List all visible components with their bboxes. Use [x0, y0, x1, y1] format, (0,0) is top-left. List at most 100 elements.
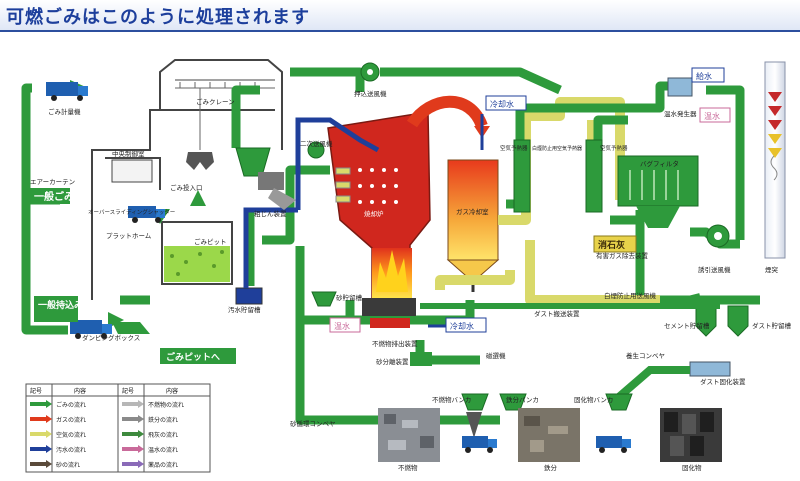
label-overhead-shutter: オーバースライディングシャッター [88, 208, 175, 216]
svg-text:温水: 温水 [334, 321, 350, 331]
label-residue-outlet: 不燃物排出装置 [372, 339, 418, 348]
chimney [764, 61, 786, 259]
legend-header-content: 内容 [74, 387, 86, 395]
legend-item: ガスの流れ [56, 416, 86, 424]
label-sand-conveyor: 砂循環コンベヤ [290, 419, 336, 428]
legend-item: 鉄分の流れ [148, 416, 178, 424]
photo-solid [660, 408, 722, 462]
label-incinerator: 焼却炉 [364, 209, 384, 218]
residue-hopper [461, 393, 489, 438]
feed-hopper [235, 147, 296, 210]
label-waste-pit: ごみピット [194, 237, 227, 246]
incinerator [327, 111, 431, 328]
callout-slaked-lime: 消石灰 [593, 235, 637, 253]
page-title: 可燃ごみはこのように処理されます [6, 7, 310, 28]
svg-text:給水: 給水 [696, 71, 712, 81]
truck-icon [46, 82, 88, 101]
label-photo-iron: 鉄分 [544, 463, 558, 472]
secondary-fan-icon [307, 141, 325, 159]
label-sewage-tank: 汚水貯留槽 [228, 305, 261, 314]
label-exhaust-gen: 温水発生器 [664, 109, 697, 118]
label-central-control: 中央制御室 [112, 149, 145, 158]
label-residue-hopper: 不燃物バンカ [432, 395, 471, 404]
title-bar: 可燃ごみはこのように処理されます [0, 0, 800, 32]
label-push-fan: 押込送風機 [354, 89, 387, 98]
dust-conveyor-line [420, 293, 720, 309]
label-platform: プラットホーム [106, 232, 152, 240]
svg-text:ごみピットへ: ごみピットへ [166, 351, 220, 363]
label-waste-crane: ごみクレーン [196, 97, 235, 106]
callout-cooling-water: 冷却水 [485, 95, 527, 111]
legend-item: 飛灰の流れ [148, 431, 178, 439]
dust-tank [727, 305, 749, 337]
dust-solidifier [689, 361, 731, 377]
label-harmful-gas: 有害ガス除去装置 [596, 251, 649, 260]
equipment-pipes [506, 81, 745, 249]
label-dust-tank: ダスト貯留槽 [752, 321, 792, 330]
truck-icon [462, 436, 497, 453]
sand-tank [311, 291, 337, 307]
truck-icon [128, 206, 165, 223]
push-fan-icon [360, 62, 380, 82]
induced-fan-icon [706, 224, 730, 248]
waste-flow-arrows [70, 80, 206, 328]
label-sand-tank: 砂貯留槽 [336, 293, 363, 302]
legend-item: 不燃物の流れ [148, 401, 184, 409]
svg-text:冷却水: 冷却水 [490, 99, 514, 109]
label-smoke-preheater: 白煙防止用空気予熱器 [532, 145, 582, 152]
callout-hot-water: 温水 [699, 107, 731, 123]
dumping-box [112, 322, 150, 334]
legend-header-content: 内容 [166, 387, 178, 395]
svg-text:消石灰: 消石灰 [598, 239, 625, 251]
secondary-air-ports [335, 167, 351, 203]
label-solid-hopper: 固化物バンカ [574, 395, 613, 404]
air-preheater-units [513, 139, 603, 213]
legend-header-symbol: 記号 [122, 387, 134, 395]
label-bag-filter: バグフィルタ [640, 159, 679, 168]
sewage-flow-line [243, 117, 380, 288]
legend-table: 記号 内容 記号 内容 ごみの流れ 不燃物の流れ ガスの流れ 鉄分の流れ 空気の… [25, 383, 211, 473]
label-weigh-station: ごみ計量機 [48, 107, 81, 116]
crane-grab-icon [186, 152, 214, 170]
sewage-tank [235, 287, 263, 305]
gas-cooler [446, 159, 500, 292]
label-chimney: 煙突 [765, 265, 779, 274]
svg-text:一般ごみ: 一般ごみ [34, 190, 74, 203]
legend-item: ごみの流れ [56, 401, 86, 409]
callout-brought-waste: 一般持込みごみ [34, 296, 101, 322]
label-hopper: ごみ投入口 [170, 183, 203, 192]
label-air-preheater: 空気予熱器 [500, 144, 528, 152]
legend-item: 薬品の流れ [148, 461, 178, 469]
label-air-curtain: エアーカーテン [30, 178, 75, 186]
sand-separator [410, 352, 432, 366]
air-ducts [435, 97, 660, 305]
callout-general-waste: 一般ごみ [30, 188, 74, 204]
label-photo-residue: 不燃物 [398, 463, 418, 472]
label-cement-tank: セメント貯留槽 [664, 321, 710, 330]
label-induced-fan: 誘引送風機 [698, 265, 731, 274]
cooling-water-line [428, 114, 484, 328]
bag-filter [617, 155, 699, 228]
solid-hopper [605, 393, 633, 411]
label-gas-cooler: ガス冷却室 [456, 207, 489, 216]
legend-header-symbol: 記号 [30, 387, 42, 395]
legend-item: 空気の流れ [56, 431, 86, 439]
label-iron-hopper: 鉄分バンカ [506, 395, 539, 404]
legend-item: 温水の流れ [148, 446, 178, 454]
legend-item: 砂の流れ [56, 461, 80, 469]
hot-water-generator [667, 77, 693, 97]
label-crusher: 粗じん装置 [254, 209, 287, 218]
photo-residue [378, 408, 440, 462]
callout-hot-water2: 温水 [329, 317, 361, 333]
waste-pit [161, 221, 233, 285]
label-sand-separator: 砂分離装置 [376, 357, 409, 366]
plant-building [91, 59, 283, 300]
label-air-heater2: 空気予熱器 [600, 144, 628, 152]
cement-tank [695, 305, 717, 337]
truck-icon [70, 320, 112, 339]
svg-text:一般持込みごみ: 一般持込みごみ [38, 299, 101, 311]
callout-cooling-water2: 冷却水 [445, 317, 487, 333]
truck-icon [596, 436, 631, 453]
